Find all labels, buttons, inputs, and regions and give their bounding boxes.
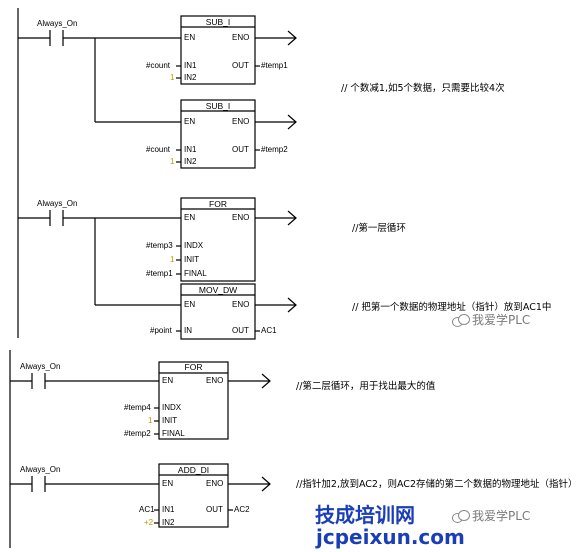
for-2-en-pin: EN [162, 376, 174, 385]
sub-2-eno-pin: ENO [232, 117, 250, 126]
for-1-init-pin: INIT [184, 255, 200, 264]
for-1-final-pin: FINAL [184, 269, 207, 278]
add-out-pin: OUT [206, 505, 223, 514]
brand-name: 技成培训网 [315, 503, 415, 527]
add-in1-pin: IN1 [162, 505, 175, 514]
network-2-rungs [18, 210, 297, 332]
mov-out-operand: AC1 [261, 326, 277, 335]
for-2-indx-pin: INDX [162, 403, 182, 412]
sub-2-in2-constant: 1 [170, 157, 175, 166]
for-box-1 [180, 197, 256, 282]
watermark-text-1: 我爱学PLC [472, 313, 531, 327]
for-2-final-pin: FINAL [162, 429, 185, 438]
sub-1-en-pin: EN [184, 33, 196, 42]
add-eno-pin: ENO [206, 479, 224, 488]
mov-eno-pin: ENO [232, 300, 250, 309]
sub-i-title-2: SUB_I [205, 101, 231, 111]
sub-1-in2-pin: IN2 [184, 73, 197, 82]
for-1-eno-pin: ENO [232, 213, 250, 222]
network-2-mov-comment: // 把第一个数据的物理地址（指针）放到AC1中 [352, 302, 552, 313]
for-2-eno-pin: ENO [206, 376, 224, 385]
network-4-comment: //指针加2,放到AC2，则AC2存储的第二个数据的物理地址（指针） [296, 479, 578, 490]
contact-label-always-on-2: Always_On [37, 199, 78, 208]
watermark-wechat-2: 我爱学PLC [452, 507, 530, 524]
mov-en-pin: EN [184, 300, 196, 309]
wechat-icon [452, 313, 470, 328]
contact-label-always-on-4: Always_On [20, 465, 61, 474]
sub-2-out-pin: OUT [232, 145, 249, 154]
sub-1-out-operand: #temp1 [261, 61, 288, 70]
sub-1-out-pin: OUT [232, 61, 249, 70]
sub-2-in2-pin: IN2 [184, 157, 197, 166]
network-4-rungs [10, 476, 271, 524]
for-2-init-pin: INIT [162, 416, 178, 425]
sub-2-en-pin: EN [184, 117, 196, 126]
for-2-init-constant: 1 [148, 416, 153, 425]
network-1-rungs [18, 30, 297, 163]
network-3-comment: //第二层循环，用于找出最大的值 [296, 381, 436, 392]
for-2-final-operand: #temp2 [124, 429, 151, 438]
add-out-operand: AC2 [234, 505, 250, 514]
for-1-indx-pin: INDX [184, 241, 204, 250]
sub-1-eno-pin: ENO [232, 33, 250, 42]
for-1-en-pin: EN [184, 213, 196, 222]
sub-2-out-operand: #temp2 [261, 145, 288, 154]
for-1-init-constant: 1 [170, 255, 175, 264]
sub-i-title-1: SUB_I [205, 17, 231, 27]
mov-dw-title: MOV_DW [198, 285, 238, 295]
watermark-wechat-1: 我爱学PLC [452, 311, 530, 328]
network-3-rungs [10, 373, 271, 435]
for-2-indx-operand: #temp4 [124, 403, 151, 412]
add-di-box [158, 463, 229, 528]
wechat-icon [452, 509, 470, 524]
sub-i-box-1 [180, 15, 256, 85]
network-1-comment: // 个数减1,如5个数据，只需要比较4次 [341, 83, 505, 94]
sub-1-in2-constant: 1 [170, 73, 175, 82]
for-title-1: FOR [209, 199, 227, 209]
brand-url: jcpeixun.com [316, 525, 465, 549]
sub-2-in1-pin: IN1 [184, 145, 197, 154]
add-in2-constant: +2 [144, 518, 154, 527]
network-2-for-comment: //第一层循环 [352, 223, 406, 234]
contact-label-always-on-1: Always_On [37, 19, 78, 28]
add-en-pin: EN [162, 479, 174, 488]
for-1-final-operand: #temp1 [146, 269, 173, 278]
watermark-text-2: 我爱学PLC [472, 509, 531, 523]
add-in2-pin: IN2 [162, 518, 175, 527]
mov-out-pin: OUT [232, 326, 249, 335]
for-title-2: FOR [184, 362, 203, 372]
mov-dw-box [180, 283, 256, 340]
sub-i-box-2 [180, 99, 256, 169]
contact-label-always-on-3: Always_On [20, 362, 61, 371]
for-1-indx-operand: #temp3 [146, 241, 173, 250]
mov-in-operand: #point [150, 326, 172, 335]
add-di-title: ADD_DI [177, 465, 210, 475]
sub-1-in1-operand: #count [146, 61, 171, 70]
add-in1-operand: AC1 [139, 505, 155, 514]
mov-in-pin: IN [184, 326, 192, 335]
for-box-2 [158, 361, 229, 440]
sub-2-in1-operand: #count [146, 145, 171, 154]
sub-1-in1-pin: IN1 [184, 61, 197, 70]
